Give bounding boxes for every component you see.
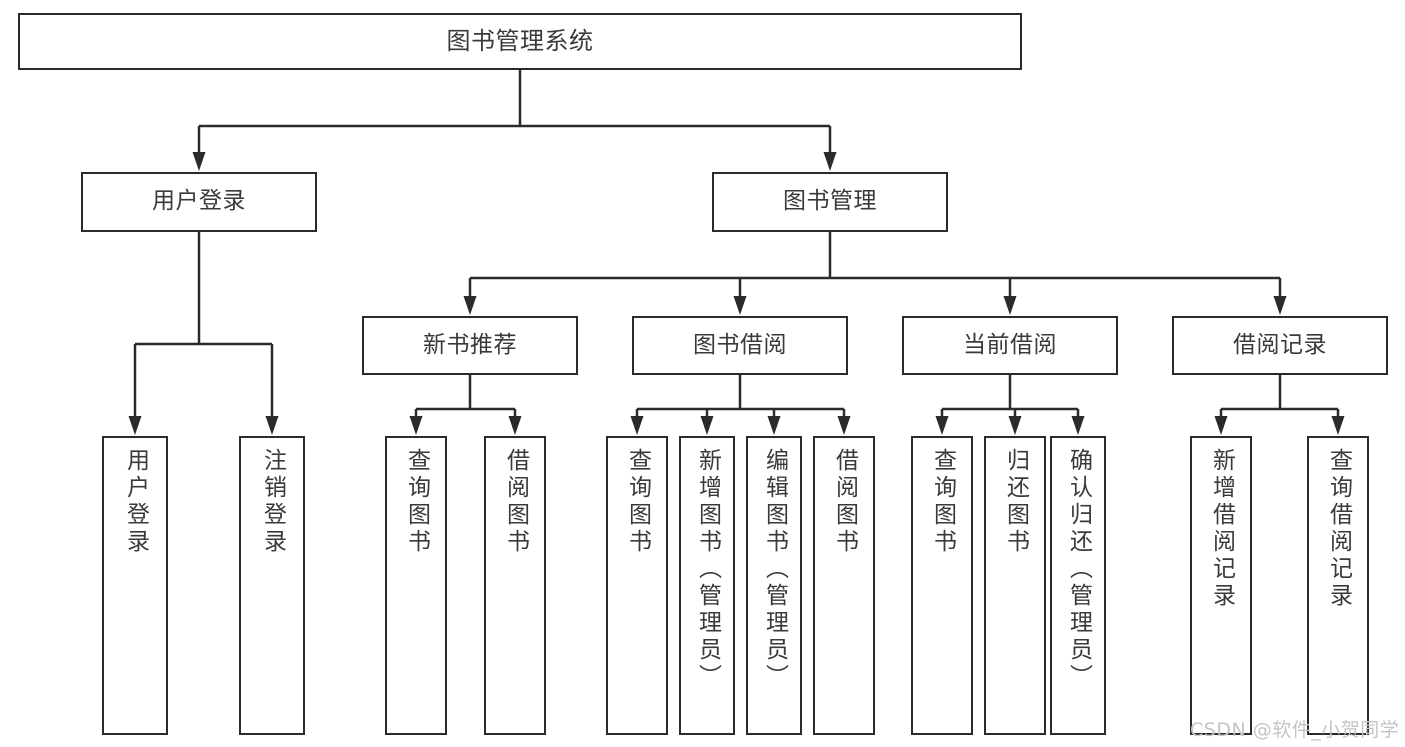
node-label: 用户登录 — [122, 448, 149, 556]
node-label: 图书管理系统 — [446, 27, 594, 56]
node-leaf-login-2[interactable]: 注销登录 — [239, 436, 305, 735]
node-label: 借阅记录 — [1233, 331, 1327, 358]
node-label: 编辑图书（管理员） — [761, 448, 788, 691]
node-records[interactable]: 借阅记录 — [1172, 316, 1388, 375]
node-current[interactable]: 当前借阅 — [902, 316, 1118, 375]
node-label: 借阅图书 — [502, 448, 529, 556]
node-label: 查询图书 — [403, 448, 430, 556]
node-label: 新增图书（管理员） — [694, 448, 721, 691]
node-leaf-cur-2[interactable]: 归还图书 — [984, 436, 1046, 735]
node-login[interactable]: 用户登录 — [81, 172, 317, 232]
node-leaf-login-1[interactable]: 用户登录 — [102, 436, 168, 735]
node-leaf-rec-1[interactable]: 新增借阅记录 — [1190, 436, 1252, 735]
node-label: 借阅图书 — [831, 448, 858, 556]
node-borrow[interactable]: 图书借阅 — [632, 316, 848, 375]
node-label: 新增借阅记录 — [1208, 448, 1235, 610]
node-label: 用户登录 — [152, 188, 246, 215]
node-leaf-new-1[interactable]: 查询图书 — [385, 436, 447, 735]
node-label: 查询图书 — [929, 448, 956, 556]
node-leaf-bor-2[interactable]: 新增图书（管理员） — [679, 436, 735, 735]
node-label: 当前借阅 — [963, 331, 1057, 358]
node-bookmgmt[interactable]: 图书管理 — [712, 172, 948, 232]
node-leaf-bor-3[interactable]: 编辑图书（管理员） — [746, 436, 802, 735]
node-label: 查询借阅记录 — [1325, 448, 1352, 610]
node-label: 归还图书 — [1002, 448, 1029, 556]
node-label: 图书借阅 — [693, 331, 787, 358]
node-label: 注销登录 — [259, 448, 286, 556]
node-label: 图书管理 — [783, 188, 877, 215]
node-label: 确认归还（管理员） — [1065, 448, 1092, 691]
node-root[interactable]: 图书管理系统 — [18, 13, 1022, 70]
node-leaf-rec-2[interactable]: 查询借阅记录 — [1307, 436, 1369, 735]
node-newbook[interactable]: 新书推荐 — [362, 316, 578, 375]
node-leaf-new-2[interactable]: 借阅图书 — [484, 436, 546, 735]
node-leaf-bor-1[interactable]: 查询图书 — [606, 436, 668, 735]
node-leaf-cur-1[interactable]: 查询图书 — [911, 436, 973, 735]
watermark: CSDN @软件_小贺同学 — [1190, 719, 1400, 741]
node-leaf-bor-4[interactable]: 借阅图书 — [813, 436, 875, 735]
node-label: 查询图书 — [624, 448, 651, 556]
node-label: 新书推荐 — [423, 331, 517, 358]
node-leaf-cur-3[interactable]: 确认归还（管理员） — [1050, 436, 1106, 735]
